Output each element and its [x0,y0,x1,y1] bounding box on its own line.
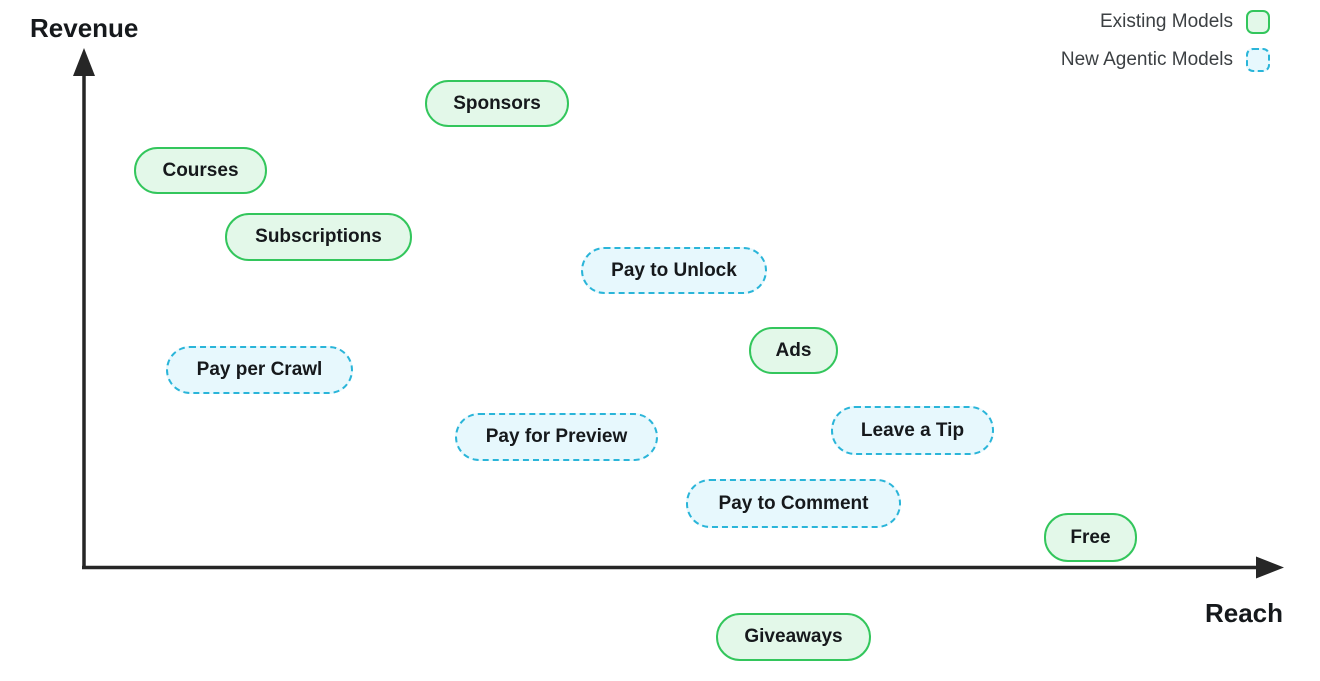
legend-label-existing: Existing Models [1099,11,1233,32]
legend-row-agentic: New Agentic Models [1061,48,1270,72]
node-pay-for-preview: Pay for Preview [455,413,658,461]
legend-swatch-existing-icon [1246,10,1270,34]
legend-label-agentic: New Agentic Models [1060,49,1233,70]
node-courses: Courses [134,147,267,194]
node-pay-to-comment: Pay to Comment [686,479,901,528]
x-axis-label: Reach [1204,598,1283,628]
node-free: Free [1044,513,1137,562]
legend-row-existing: Existing Models [1100,10,1270,34]
node-giveaways: Giveaways [716,613,871,661]
node-ads: Ads [749,327,838,374]
y-axis-arrow-icon [73,48,95,76]
y-axis-label: Revenue [30,13,139,43]
node-pay-per-crawl: Pay per Crawl [166,346,353,394]
legend-swatch-agentic-icon [1246,48,1270,72]
x-axis-arrow-icon [1256,556,1284,579]
node-leave-a-tip: Leave a Tip [831,406,994,455]
node-pay-to-unlock: Pay to Unlock [581,247,767,294]
node-subscriptions: Subscriptions [225,213,412,261]
legend: Existing Models New Agentic Models [1061,10,1270,72]
node-sponsors: Sponsors [425,80,569,127]
